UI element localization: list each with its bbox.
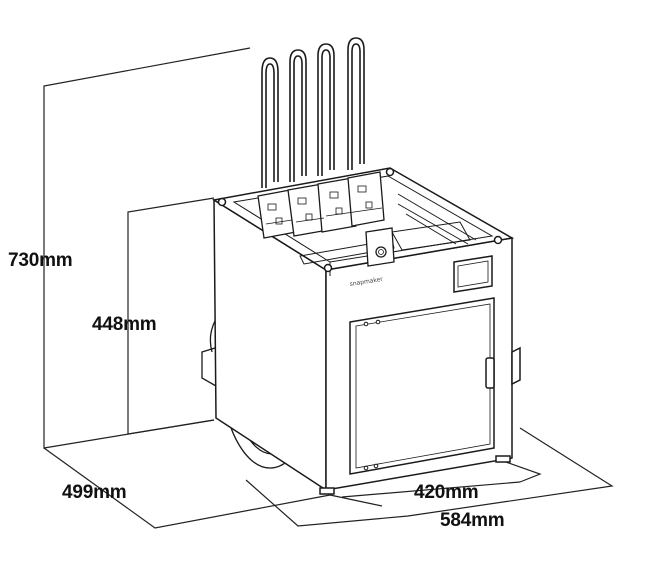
- filament-loops: [261, 37, 365, 188]
- toolhead-details: [265, 185, 383, 225]
- printer-body: snapmaker: [211, 167, 521, 495]
- foot-front-right: [495, 455, 511, 463]
- screw-front-left: [323, 263, 333, 273]
- loop-4: [347, 37, 365, 170]
- door-handle: [485, 357, 495, 389]
- gantry: [299, 193, 477, 276]
- dimension-lines: [43, 47, 614, 529]
- depth-line: [43, 447, 331, 529]
- screw-back: [385, 167, 395, 177]
- front-door-glass: [355, 303, 491, 469]
- total-width-label: 584mm: [440, 510, 505, 531]
- toolheads: [257, 37, 395, 267]
- body-height-plane: [127, 197, 215, 435]
- foot-front-left: [319, 487, 335, 495]
- touch-screen-inner: [457, 260, 489, 288]
- screw-top-left: [217, 197, 227, 207]
- loop-1: [261, 57, 279, 188]
- toolhead-3: [317, 177, 357, 233]
- loop-3: [317, 43, 335, 176]
- width-584-line: [245, 427, 614, 527]
- total-height-label: 730mm: [8, 250, 73, 271]
- body-width-label: 420mm: [414, 482, 479, 503]
- loop-2: [289, 49, 307, 182]
- width-420-base: [341, 481, 521, 498]
- body-height-label: 448mm: [92, 314, 157, 335]
- depth-tick: [329, 494, 383, 507]
- side-latch: [511, 346, 521, 386]
- depth-label: 499mm: [62, 482, 127, 503]
- width-420-line: [505, 461, 542, 483]
- toolhead-4: [347, 171, 385, 227]
- screw-front-right: [493, 235, 503, 245]
